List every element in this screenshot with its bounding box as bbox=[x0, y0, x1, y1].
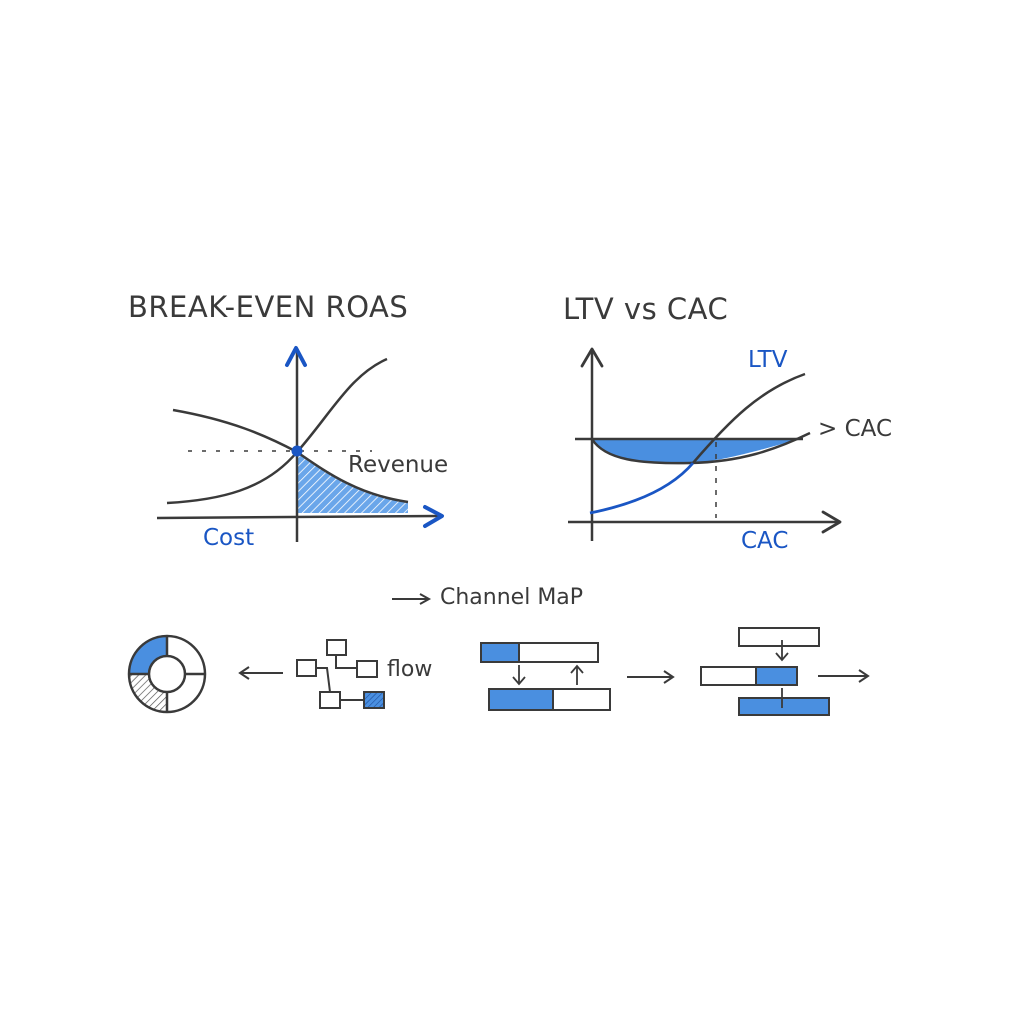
cac-curve-label: > CAC bbox=[818, 416, 893, 442]
ltv-cac-title: LTV vs CAC bbox=[563, 292, 729, 326]
arrow-down-icon bbox=[512, 676, 526, 686]
x-axis-arrow-icon bbox=[821, 510, 842, 534]
channel-bars-right bbox=[700, 627, 830, 716]
ltv-cac-area-fill bbox=[592, 439, 800, 464]
cac-curve bbox=[590, 431, 811, 465]
channel-bars-left bbox=[480, 642, 611, 711]
cost-curve bbox=[166, 357, 388, 505]
ltv-label: LTV bbox=[748, 347, 788, 373]
revenue-label: Revenue bbox=[348, 452, 449, 478]
donut-chart-icon bbox=[127, 634, 207, 714]
arrow-right-icon bbox=[663, 670, 675, 684]
channel-map bbox=[127, 593, 870, 716]
cost-label: Cost bbox=[203, 525, 255, 551]
flow-tree-icon bbox=[296, 639, 385, 709]
break-even-point bbox=[291, 445, 303, 457]
cac-axis-label: CAC bbox=[741, 528, 789, 554]
revenue-area-fill bbox=[297, 452, 408, 513]
flow-label: flow bbox=[387, 657, 433, 682]
break-even-title: BREAK-EVEN ROAS bbox=[128, 290, 409, 324]
arrow-right-icon bbox=[858, 669, 870, 683]
arrow-right-icon bbox=[419, 593, 432, 605]
ltv-cac-chart bbox=[568, 347, 842, 541]
arrow-up-icon bbox=[570, 664, 584, 674]
x-axis-arrow-icon bbox=[423, 505, 444, 528]
y-axis-arrow-icon bbox=[580, 347, 604, 368]
arrow-down-icon bbox=[775, 652, 789, 662]
ltv-curve-lower bbox=[589, 462, 695, 515]
break-even-chart bbox=[156, 346, 444, 542]
ltv-curve-upper bbox=[692, 372, 806, 464]
channel-map-label: Channel MaP bbox=[440, 585, 584, 610]
y-axis-arrow-icon bbox=[285, 346, 307, 367]
arrow-left-icon bbox=[238, 666, 250, 680]
